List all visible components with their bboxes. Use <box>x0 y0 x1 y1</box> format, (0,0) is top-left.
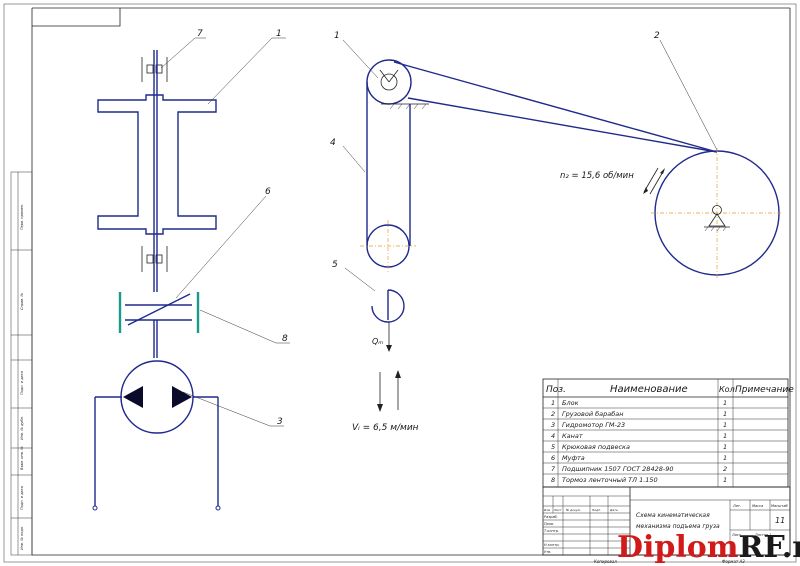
spec-row-qty: 1 <box>723 410 727 418</box>
bottom-bearing-pair <box>141 246 168 272</box>
drum-shaft-assembly <box>92 37 290 511</box>
rpm-label: n₂ = 15,6 об/мин <box>560 171 634 181</box>
spec-row-name: Крюковая подвеска <box>562 443 630 451</box>
tb-sign: Подп. <box>592 508 601 512</box>
spec-table: Поз. Наименование Кол Примечание 1 Блок … <box>542 378 794 488</box>
drawing-title-line1: Схема кинематическая <box>636 512 710 519</box>
drawing-title-line2: механизма подъема груза <box>636 523 720 530</box>
tb-utv: Утв. <box>544 550 551 554</box>
spec-row-name: Грузовой барабан <box>562 410 623 418</box>
spec-row-qty: 1 <box>723 421 727 429</box>
side-label-sign-date-1: Подп. и дата <box>20 371 24 395</box>
load-label: Qₘ <box>372 337 383 346</box>
rope-reeving <box>342 39 718 412</box>
spec-row-pos: 2 <box>551 410 555 418</box>
spec-row-pos: 6 <box>551 454 555 462</box>
spec-row-pos: 5 <box>551 443 555 451</box>
side-label-orig-no: Инв. № подл. <box>20 526 24 550</box>
callout-2: 2 <box>654 31 660 41</box>
callout-1-mid: 1 <box>334 31 340 41</box>
spec-row-qty: 1 <box>723 476 727 484</box>
watermark-part-rf: RF.ru <box>739 530 800 565</box>
tb-razrab: Разраб. <box>544 515 558 519</box>
title-block: Изм Лист № докум. Подп. Дата Разраб. Про… <box>542 486 791 564</box>
winding-drum-2 <box>643 148 783 278</box>
coupling-6-brake-8 <box>118 292 200 333</box>
tb-nkontr: Н.контр. <box>544 543 560 547</box>
svg-text:DiplomRF.ru: DiplomRF.ru <box>617 530 800 565</box>
spec-row-pos: 3 <box>551 421 555 429</box>
speed-label: Vᵢ = 6,5 м/мин <box>352 423 419 433</box>
side-label-first-use: Перв. примен. <box>20 204 24 230</box>
spec-row-name: Канат <box>562 432 583 440</box>
spec-row-name: Муфта <box>562 454 585 462</box>
spec-row-pos: 8 <box>551 476 555 484</box>
spec-row-pos: 4 <box>551 432 555 440</box>
spec-row-qty: 2 <box>723 465 727 473</box>
callout-7: 7 <box>197 29 203 39</box>
spec-row-pos: 1 <box>551 399 555 407</box>
spec-row-name: Гидромотор ГМ-23 <box>562 421 625 429</box>
spec-row-name: Тормоз ленточный ТЛ 1.150 <box>562 476 658 484</box>
spec-header-note: Примечание <box>735 385 794 395</box>
callout-4: 4 <box>330 138 336 148</box>
side-label-ref-no: Справ. № <box>20 293 24 310</box>
tb-doc-no: № докум. <box>565 508 581 512</box>
tb-izm: Изм <box>544 508 551 512</box>
drawing-frame <box>3 3 797 563</box>
side-label-inv-no: Взам. инв. № <box>20 446 24 470</box>
spec-row-pos: 7 <box>551 465 556 473</box>
watermark: DiplomRF.ru <box>617 530 800 565</box>
tb-sheet: Лист <box>731 533 742 537</box>
drum-1 <box>97 94 217 235</box>
callout-1-left: 1 <box>276 29 282 39</box>
tb-lit: Лит. <box>732 504 741 508</box>
callout-8: 8 <box>282 334 288 344</box>
sheet-number: 11 <box>775 516 785 525</box>
spec-row-qty: 1 <box>723 399 727 407</box>
tb-tkontr: Т.контр. <box>544 529 559 533</box>
spec-header-pos: Поз. <box>546 385 566 395</box>
hydraulic-motor-3 <box>92 360 221 511</box>
spec-row-name: Блок <box>562 399 579 407</box>
spec-header-name: Наименование <box>610 384 688 395</box>
callout-5: 5 <box>332 260 338 270</box>
callout-6: 6 <box>265 187 271 197</box>
callout-3: 3 <box>277 417 283 427</box>
tb-prov: Пров. <box>544 522 554 526</box>
spec-row-qty: 1 <box>723 454 727 462</box>
spec-row-qty: 1 <box>723 443 727 451</box>
top-bearing-pair <box>141 57 168 82</box>
tb-mass: Масса <box>752 504 763 508</box>
side-stamp-block: Перв. примен. Справ. № Подп. и дата Инв.… <box>10 171 33 556</box>
hook-5 <box>371 289 405 323</box>
spec-header-qty: Кол <box>719 385 735 394</box>
corner-stamp-box <box>32 8 121 27</box>
tb-format: Формат A3 <box>722 559 745 564</box>
tb-sheets: Листов 1 <box>754 533 771 537</box>
spec-row-name: Подшипник 1507 ГОСТ 28428-90 <box>562 465 673 473</box>
tb-date: Дата <box>609 508 618 512</box>
watermark-part-diplom: Diplom <box>617 530 739 565</box>
side-label-dup-no: Инв. № дубл. <box>20 416 24 440</box>
tb-scale: Масштаб <box>771 504 788 508</box>
side-label-sign-date-2: Подп. и дата <box>20 486 24 510</box>
tb-list: Лист <box>553 508 562 512</box>
spec-row-qty: 1 <box>723 432 727 440</box>
tb-kopiroval: Копировал <box>594 559 617 564</box>
